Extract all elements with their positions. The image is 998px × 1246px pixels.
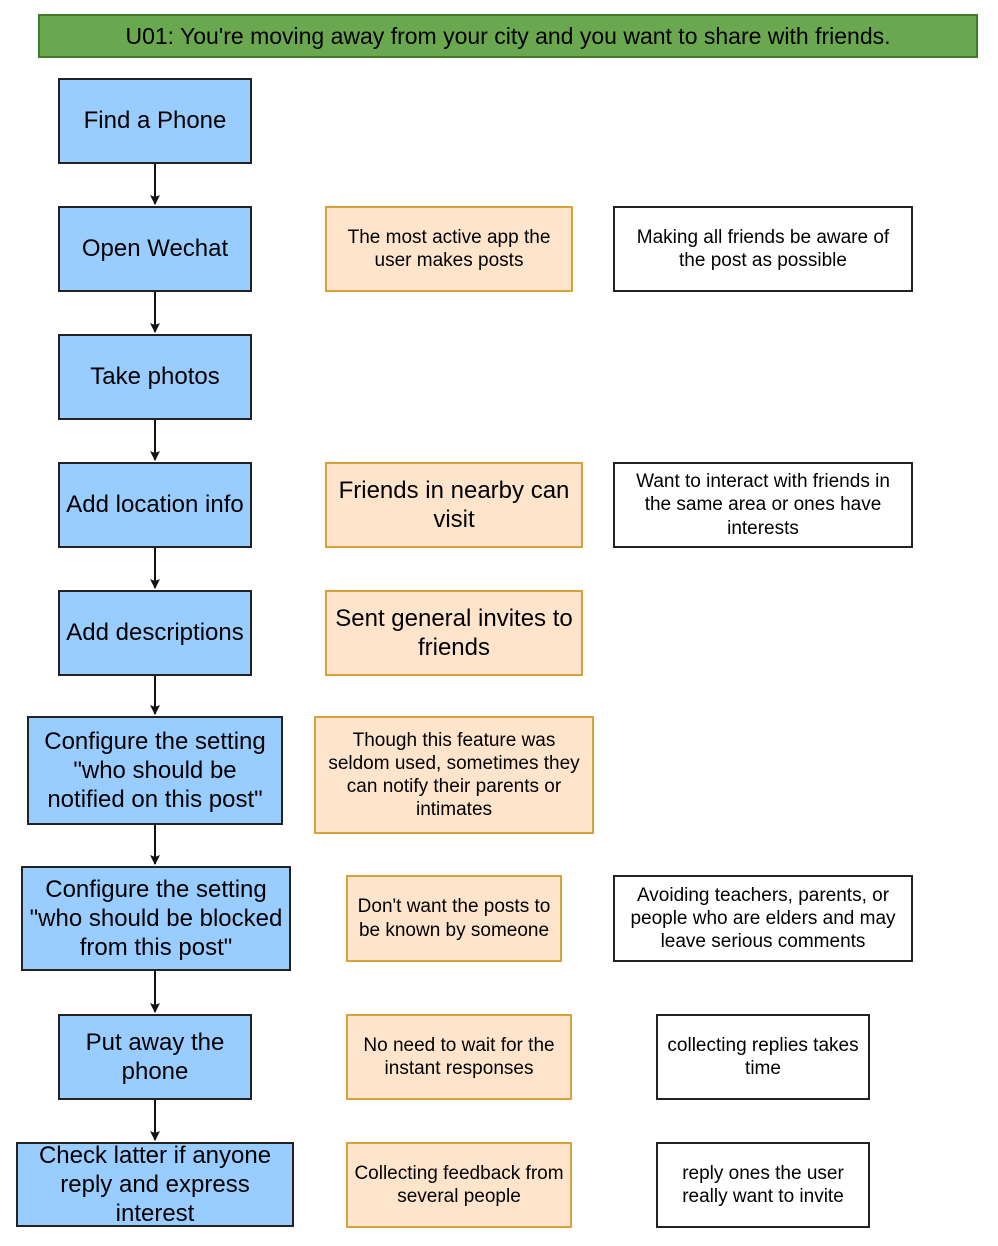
goal-add-location: Want to interact with friends in the sam…	[613, 462, 913, 548]
step-take-photos: Take photos	[58, 334, 252, 420]
goal-configure-blocked: Avoiding teachers, parents, or people wh…	[613, 875, 913, 962]
step-configure-notified: Configure the setting "who should be not…	[27, 716, 283, 825]
step-add-descriptions: Add descriptions	[58, 590, 252, 676]
goal-put-away-phone: collecting replies takes time	[656, 1014, 870, 1100]
goal-check-later: reply ones the user really want to invit…	[656, 1142, 870, 1228]
step-add-location: Add location info	[58, 462, 252, 548]
step-configure-blocked: Configure the setting "who should be blo…	[21, 866, 291, 971]
reason-put-away-phone: No need to wait for the instant response…	[346, 1014, 572, 1100]
step-find-phone: Find a Phone	[58, 78, 252, 164]
reason-add-location: Friends in nearby can visit	[325, 462, 583, 548]
step-check-later: Check latter if anyone reply and express…	[16, 1142, 294, 1227]
goal-open-wechat: Making all friends be aware of the post …	[613, 206, 913, 292]
reason-configure-notified: Though this feature was seldom used, som…	[314, 716, 594, 834]
diagram-title: U01: You're moving away from your city a…	[38, 14, 978, 58]
step-put-away-phone: Put away the phone	[58, 1014, 252, 1100]
step-open-wechat: Open Wechat	[58, 206, 252, 292]
reason-configure-blocked: Don't want the posts to be known by some…	[346, 875, 562, 962]
reason-open-wechat: The most active app the user makes posts	[325, 206, 573, 292]
reason-add-descriptions: Sent general invites to friends	[325, 590, 583, 676]
reason-check-later: Collecting feedback from several people	[346, 1142, 572, 1228]
